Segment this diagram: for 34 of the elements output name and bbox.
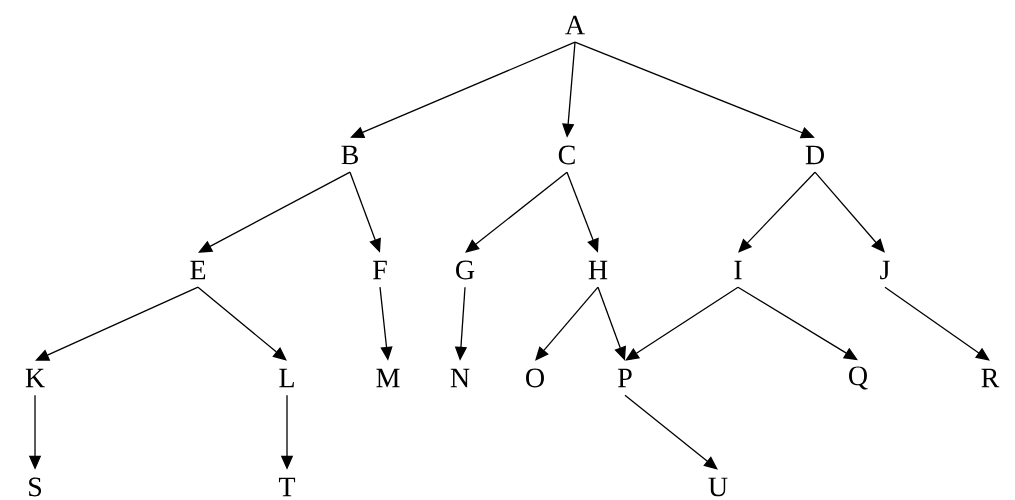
node-letter: A [565,15,585,35]
node-letter: P [618,368,632,388]
node-letter: I [734,260,742,280]
node-letter: S [29,477,42,497]
arrow [35,286,199,361]
node-letter: J [880,260,890,280]
arrow [737,286,858,361]
node-letter: R [981,368,1000,388]
node-letter: C [558,145,575,165]
node-letter: N [450,368,470,388]
arrow [884,286,990,361]
node-letter: E [190,260,206,280]
node-letter: Q [849,366,868,390]
arrow [535,286,599,361]
arrow [624,394,718,470]
node-letter: T [278,477,296,497]
node-letter: M [376,368,400,388]
node-letter: B [341,145,358,165]
arrow [465,171,568,253]
arrow [350,41,576,138]
node-letter: U [708,477,728,497]
node-letter: H [588,260,608,280]
node-letter: D [805,145,824,165]
node-letter: O [526,368,544,388]
node-letter: G [456,260,475,280]
arrow [738,171,816,253]
arrow [574,41,815,139]
node-letter: F [373,260,387,280]
arrow [625,286,739,361]
arrow [198,171,351,253]
arrow [197,286,287,361]
node-letter: L [279,368,294,388]
arrow [814,171,885,253]
node-letter: K [25,368,45,388]
